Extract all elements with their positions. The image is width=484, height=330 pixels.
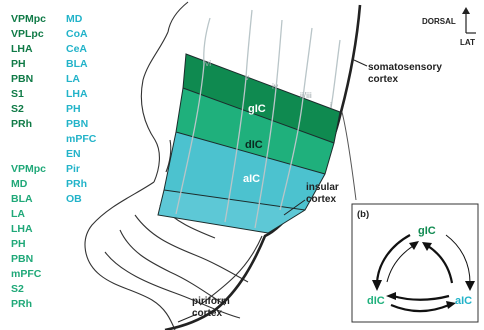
layer-label-ii-iii: ii/iii (300, 90, 312, 100)
gic-label: gIC (248, 103, 266, 115)
panel-b-aic-label: aIC (455, 295, 472, 307)
insular-label: insular cortex (306, 182, 342, 205)
upper-section-outline (141, 32, 168, 182)
panel-b-gic-label: gIC (418, 225, 436, 237)
piriform-line-1: piriform (192, 296, 230, 307)
rhinal-line (342, 112, 356, 200)
dorsal-outline (168, 2, 188, 32)
layer-ext-v (246, 10, 252, 78)
piriform-line-2: cortex (192, 308, 222, 319)
somatosensory-line-2: cortex (368, 74, 398, 85)
lateral-label: LAT (460, 38, 475, 47)
dorsal-label: DORSAL (422, 17, 456, 26)
somatosensory-line-1: somatosensory (368, 62, 442, 73)
layer-ext-i (331, 40, 340, 108)
layer-ext-iv (276, 20, 282, 88)
insular-line-2: cortex (306, 194, 336, 205)
layer-label-iv: iv (272, 81, 279, 91)
piriform-label: piriform cortex (192, 296, 233, 319)
panel-b: (b) gIC dIC aIC (352, 204, 478, 322)
somatosensory-label: somatosensory cortex (368, 62, 445, 85)
layer-label-i: i (330, 100, 332, 110)
inner-contour-1 (120, 230, 225, 305)
panel-b-dic-label: dIC (367, 295, 385, 307)
dorsal-arrowhead (462, 7, 470, 14)
somatosensory-leader (354, 60, 367, 66)
insular-line-1: insular (306, 182, 339, 193)
orientation-indicator: DORSAL LAT (422, 7, 476, 47)
aic-label: aIC (243, 173, 260, 185)
layer-label-vi: vi (205, 58, 211, 68)
dic-label: dIC (245, 139, 263, 151)
layer-ext-ii-iii (303, 28, 312, 98)
panel-b-letter: (b) (357, 209, 369, 220)
